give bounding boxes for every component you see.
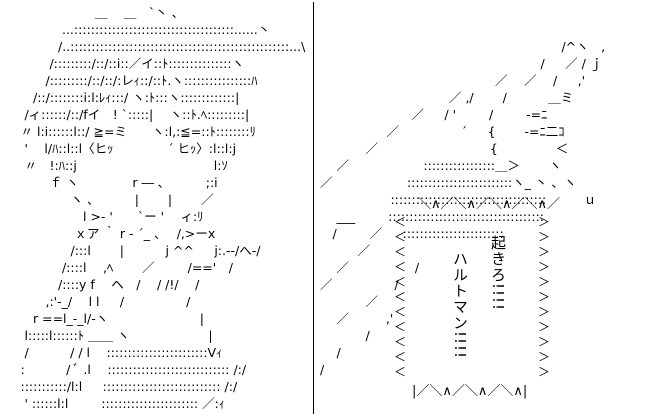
ascii-art-left-line: r ==l_‐_l/‐ヽ | — [8, 311, 204, 326]
ascii-art-left-line: ' ::::::l:l ::::::::::::::::::::::: ／:ｨ — [8, 396, 226, 411]
ascii-art-right-line: ／ ,' — [320, 311, 394, 326]
ascii-art-left-line: /ィ::::::/::/fイ ! `:::::| ヽ::ﾄ.ﾍ:::::::::… — [8, 107, 250, 122]
ascii-art-left-line: : / ﾞ .l ::::::::::::::::::::::::::::: /… — [8, 362, 247, 377]
ascii-art-left-line: /:::l | j ^^ j:.-‐/へ‐/ — [8, 243, 261, 258]
speech-bubble: ＼∧／＼∧／＼∧／＼∧／ ＜ ＜ ＜ ＜ ＜ ＜ ＜ ＜ ＜ ＜ ＜ ＞ ＞ ＞… — [392, 193, 560, 399]
ascii-art-right-panel: /^ヽ , / ／ / ｊ ／ ／ / ,' ／ ,/ / ＿ミ ／ / ' /… — [320, 38, 605, 378]
ascii-art-right-line: ／ :::::::::::::::::＿＞ ヽ — [320, 158, 562, 173]
ascii-art-right-line: / — [320, 362, 325, 377]
ascii-art-right-line: ／ / — [320, 277, 399, 292]
ascii-art-right-line: / — [320, 328, 370, 343]
ascii-art-right-line: ／ / — [320, 260, 420, 275]
ascii-art-left-line: / / / l ::::::::::::::::::::::::Vｨ — [8, 345, 223, 360]
ascii-art-right-line: / ／ / ｊ — [320, 56, 603, 71]
speech-bubble-right-edge: ＞ ＞ ＞ ＞ ＞ ＞ ＞ ＞ ＞ ＞ ＞ — [538, 215, 551, 379]
ascii-art-left-line: 〃 l:i::::::l::/ ≧=ミ ヽ:l,:≦=::ﾄ::::::::ﾘ — [8, 124, 256, 139]
ascii-art-left-panel: ＿ ＿ `丶 、 ...::::::::::::::::::::::::::::… — [8, 4, 306, 412]
ascii-art-left-line: /:::::::::/::/::i::／イ::ﾄ:::::::::::::::ヽ — [8, 56, 245, 71]
ascii-art-right-line: /^ヽ , — [320, 39, 606, 54]
ascii-art-right-line: ／ ／ / ,' — [320, 73, 586, 88]
ascii-art-left-line: 〃 !:ﾊ::j l:ｿ — [8, 158, 228, 173]
ascii-art-left-line: l >‐ ' `ー ' ィ:ﾘ — [8, 209, 204, 224]
ascii-art-left-line: /::/::::::::i:l:ﾚｨ:::/ ヽ:ﾄ:::ヽ::::::::::… — [8, 90, 240, 105]
ascii-art-left-line: /..:::::::::::::::::::::::::::::::::::::… — [8, 39, 306, 54]
speech-bubble-bottom-edge: |／＼∧／＼∧／＼∧| — [412, 384, 528, 399]
speech-bubble-line-2: ハルトマン!!!! — [451, 251, 469, 360]
ascii-art-left-line: ...:::::::::::::::::::::::::::::::::::::… — [8, 22, 271, 37]
ascii-art-left-line: l:::::l::::::ﾄ ＿＿ ヽ | — [8, 328, 213, 343]
speech-bubble-left-edge: ＜ ＜ ＜ ＜ ＜ ＜ ＜ ＜ ＜ ＜ ＜ — [394, 215, 407, 379]
ascii-art-left-line: ＿ ＿ `丶 、 — [8, 5, 185, 20]
ascii-art-right-line: ／ — [320, 243, 371, 258]
ascii-art-left-line: :::::::::::/l:l ::::::::::::::::::::::::… — [8, 379, 238, 394]
ascii-art-right-line: ／ ,/ / ＿ミ — [320, 90, 574, 105]
ascii-art-right-line: / ／ :::::::::::::::::::::::: — [320, 226, 504, 241]
speech-bubble-top-edge: ＼∧／＼∧／＼∧／＼∧／ — [418, 197, 561, 212]
ascii-art-left-line: ｆ ヽ r ― ､ ;:i — [8, 175, 218, 190]
ascii-art-left-line: /:::::::::/::/::/:レｨ::/::ﾄ.ヽ::::::::::::… — [8, 73, 258, 88]
ascii-art-left-line: ｘア ｀ r ‐ ´_ 、 /,>ーx — [8, 226, 216, 241]
ascii-art-left-line: /::::l ,ﾍ ／ /==' / — [8, 260, 233, 275]
ascii-art-left-line: /::::y f ヘ / / /!/ / — [8, 277, 200, 292]
speech-bubble-line-1: 起きろ!!!! — [489, 235, 507, 312]
ascii-art-right-line: / — [320, 345, 341, 360]
ascii-art-left-line: ,:'‐_/ l l / / — [8, 294, 191, 309]
ascii-art-right-line: ／ ´ { ‐=ﾆ二ｺ — [320, 124, 565, 139]
ascii-art-left-line: ヽ 、 | | ／ — [8, 192, 214, 207]
ascii-art-right-line: ::::::::::::::::::::::::::::::::::::: ｕ — [320, 192, 597, 207]
ascii-art-right-line: ／ :::::::::::::::::::::::::ヽ_ 丶 、ヽ — [320, 175, 577, 190]
ascii-art-left-line: ' l/ﾊ::l::l〈ヒｯ ´ ヒｯ〉:l::l:j — [8, 141, 237, 156]
ascii-art-right-line: ／ — [320, 294, 378, 309]
ascii-art-right-line: ／ / ' / ‐=ﾆ — [320, 107, 548, 122]
ascii-art-right-line: ___ ::::::::::::::::::::::::::::::::::::… — [320, 209, 544, 224]
ascii-art-right-line: ／ { ＜ — [320, 141, 569, 156]
panel-divider — [313, 2, 314, 414]
